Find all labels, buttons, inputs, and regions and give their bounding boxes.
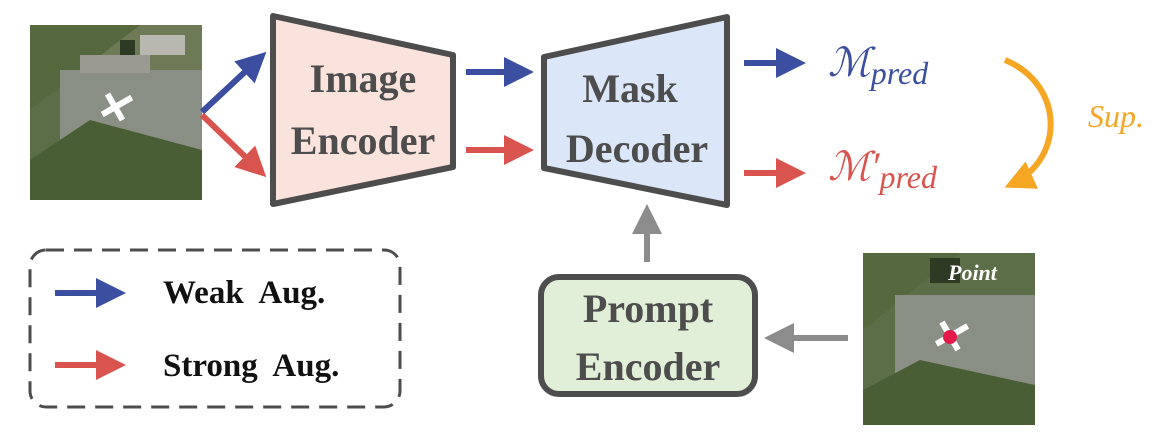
legend-strong-label: Strong Aug. xyxy=(163,348,339,384)
strong-output-prime: ′ xyxy=(871,144,881,189)
supervision-label: Sup. xyxy=(1088,98,1144,134)
image-encoder-block: Image Encoder xyxy=(270,13,456,207)
prompt-encoder-label-1: Prompt xyxy=(583,286,714,331)
point-label: Point xyxy=(947,260,998,285)
supervision-arrow xyxy=(1003,57,1054,189)
weak-output-symbol: ℳ xyxy=(828,40,876,85)
point-marker xyxy=(943,330,957,344)
strong-prediction-output: ℳ′pred xyxy=(828,144,938,195)
strong-output-subscript: pred xyxy=(878,159,938,195)
strong-output-symbol: ℳ xyxy=(828,144,876,189)
strong-arrow-to-encoder xyxy=(199,112,267,178)
image-encoder-label-2: Encoder xyxy=(291,118,435,163)
weak-prediction-output: ℳpred xyxy=(828,40,929,91)
mask-decoder-label-2: Decoder xyxy=(566,126,708,171)
prompt-encoder-label-2: Encoder xyxy=(576,344,720,389)
mask-decoder-block: Mask Decoder xyxy=(541,14,730,208)
legend-weak-label: Weak Aug. xyxy=(163,275,325,311)
prompt-encoder-block: Prompt Encoder xyxy=(538,274,758,397)
input-aerial-image xyxy=(30,25,202,200)
legend: Weak Aug. Strong Aug. xyxy=(28,248,402,409)
mask-decoder-label-1: Mask xyxy=(582,66,678,111)
image-encoder-label-1: Image xyxy=(310,56,417,101)
point-prompt-image: Point xyxy=(863,253,1035,425)
weak-output-subscript: pred xyxy=(869,55,929,91)
weak-arrow-to-encoder xyxy=(199,51,267,115)
